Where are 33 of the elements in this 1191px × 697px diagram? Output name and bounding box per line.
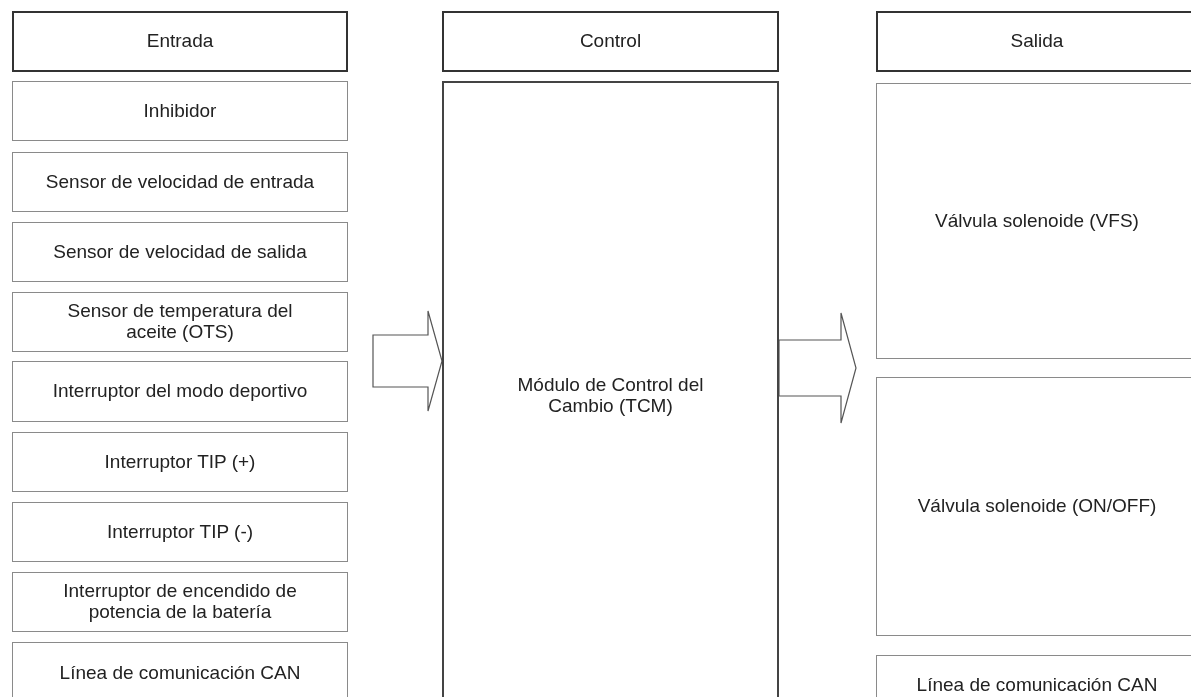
signal-box [12, 81, 348, 141]
block-arrow [372, 310, 443, 412]
box-text: Línea de comunicación CAN [59, 662, 301, 684]
box-text: Módulo de Control del Cambio (TCM) [516, 375, 705, 417]
box-text: Sensor de temperatura del aceite (OTS) [66, 301, 294, 343]
box-text: Interruptor de encendido de potencia de la batería [62, 581, 298, 623]
signal-box [12, 222, 348, 282]
column-header [442, 11, 779, 72]
signal-box [876, 83, 1191, 359]
signal-box [12, 642, 348, 697]
control-module-box [442, 81, 779, 697]
column-header [876, 11, 1191, 72]
signal-box [12, 152, 348, 212]
signal-box [12, 292, 348, 352]
signal-box [876, 377, 1191, 636]
box-text: Interruptor TIP (+) [104, 451, 256, 473]
block-arrow [778, 312, 857, 424]
box-text: Sensor de velocidad de salida [53, 241, 307, 263]
box-text: Interruptor TIP (-) [106, 521, 254, 543]
signal-box [12, 432, 348, 492]
box-text: Inhibidor [143, 100, 217, 122]
box-text: Control [579, 31, 642, 52]
signal-box [12, 361, 348, 422]
column-header [12, 11, 348, 72]
box-text: Interruptor del modo deportivo [52, 381, 308, 402]
box-text: Válvula solenoide (VFS) [935, 210, 1139, 232]
signal-box [12, 502, 348, 562]
signal-box [12, 572, 348, 632]
box-text: Válvula solenoide (ON/OFF) [917, 496, 1157, 517]
box-text: Entrada [146, 31, 214, 52]
box-text: Línea de comunicación CAN [916, 674, 1158, 696]
box-text: Sensor de velocidad de entrada [45, 171, 315, 193]
box-text: Salida [1010, 31, 1064, 52]
